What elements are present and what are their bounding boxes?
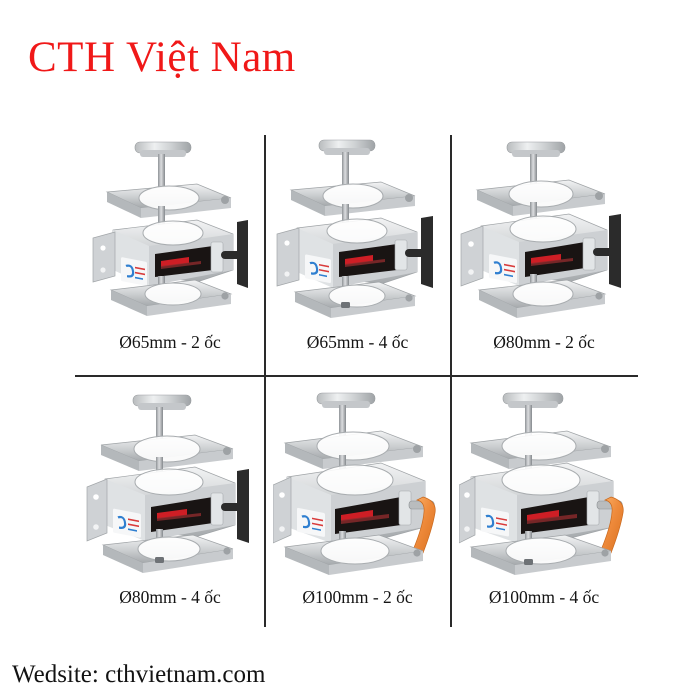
- product-image-clamp-80-4: [85, 385, 255, 583]
- product-sticker-blue: [304, 254, 331, 284]
- product-caption: Ø65mm - 2 ốc: [119, 332, 221, 352]
- website-footer: Wedsite: cthvietnam.com: [12, 661, 266, 688]
- product-label-dark: [521, 497, 589, 534]
- product-image-clamp-100-4: [459, 385, 629, 583]
- product-handle-t: [237, 469, 249, 543]
- product-image-clamp-80-2: [459, 130, 629, 328]
- product-image-clamp-65-2: [85, 130, 255, 328]
- product-caption: Ø100mm - 2 ốc: [302, 587, 413, 607]
- grid-divider-vertical: [264, 377, 266, 627]
- product-handle-t: [609, 214, 621, 288]
- product-image-clamp-100-2: [272, 385, 443, 583]
- grid-divider-vertical: [450, 377, 452, 627]
- product-label-dark: [151, 497, 213, 532]
- product-cell[interactable]: Ø65mm - 4 ốc: [265, 128, 450, 378]
- product-row: Ø65mm - 2 ốc: [75, 128, 638, 378]
- page-title: CTH Việt Nam: [28, 34, 296, 81]
- product-handle-t: [237, 220, 248, 288]
- product-sticker-blue: [296, 507, 325, 537]
- product-label-dark: [525, 242, 585, 277]
- product-label-dark: [334, 497, 401, 534]
- product-caption: Ø80mm - 4 ốc: [119, 587, 221, 607]
- product-row: Ø80mm - 4 ốc: [75, 383, 638, 633]
- product-image-clamp-65-4: [273, 130, 443, 328]
- product-sticker-blue: [121, 257, 147, 286]
- product-cell[interactable]: Ø100mm - 4 ốc: [450, 383, 638, 633]
- product-caption: Ø100mm - 4 ốc: [488, 587, 600, 607]
- product-handle-t: [420, 216, 433, 288]
- product-cell[interactable]: Ø65mm - 2 ốc: [75, 128, 265, 378]
- product-cell[interactable]: Ø80mm - 4 ốc: [75, 383, 265, 633]
- grid-divider-vertical: [264, 135, 266, 380]
- product-grid: Ø65mm - 2 ốc: [75, 128, 638, 633]
- product-cell[interactable]: Ø100mm - 2 ốc: [265, 383, 450, 633]
- grid-divider-vertical: [450, 135, 452, 380]
- product-sticker-blue: [481, 507, 509, 537]
- product-sticker-blue: [113, 508, 141, 538]
- product-caption: Ø65mm - 4 ốc: [306, 332, 409, 352]
- grid-divider-horizontal: [75, 375, 638, 377]
- product-caption: Ø80mm - 2 ốc: [493, 332, 595, 352]
- product-sticker-blue: [489, 254, 517, 284]
- product-label-dark: [338, 244, 397, 277]
- product-cell[interactable]: Ø80mm - 2 ốc: [450, 128, 638, 378]
- product-label-dark: [155, 246, 213, 277]
